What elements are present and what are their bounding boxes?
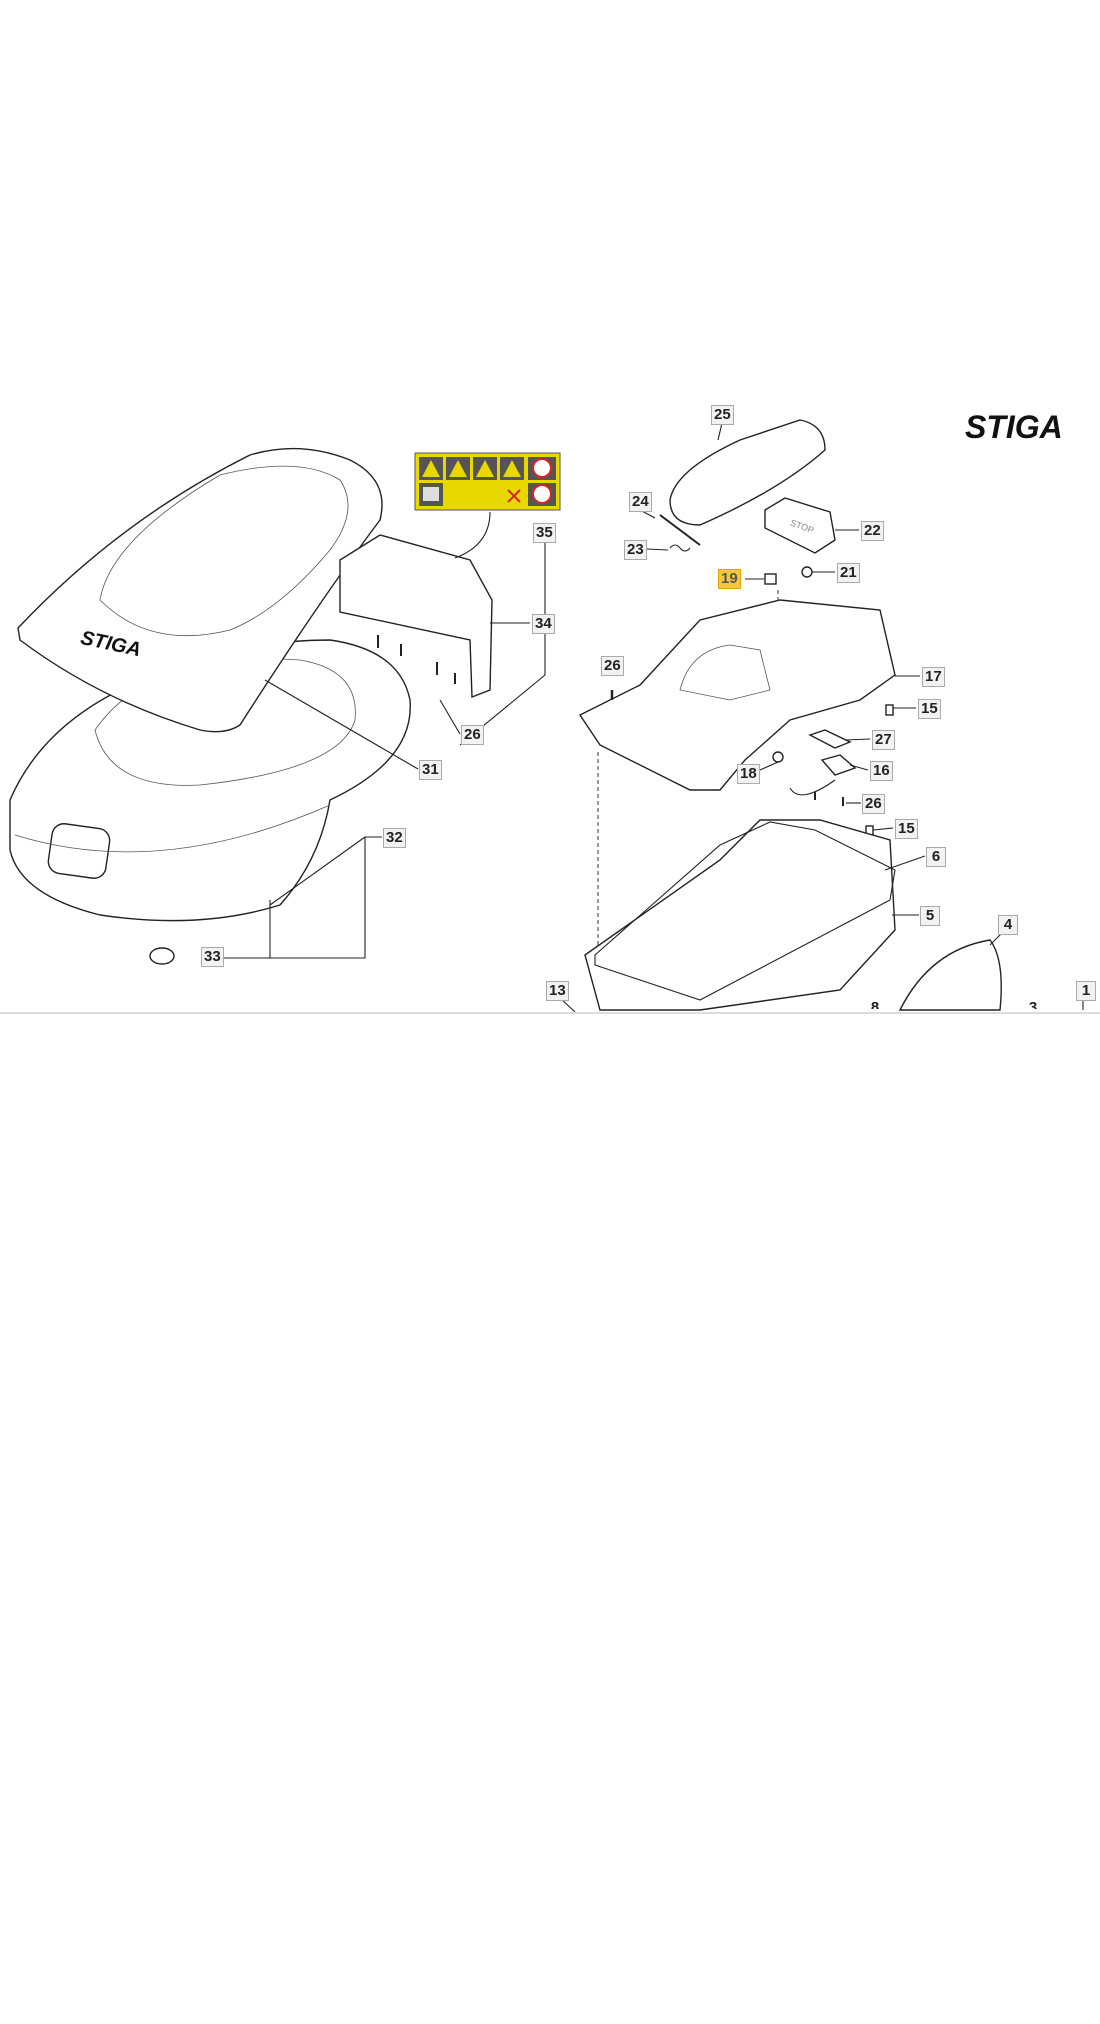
- callout-26[interactable]: 26: [461, 725, 484, 745]
- sensor-part[interactable]: [820, 754, 857, 776]
- callout-31[interactable]: 31: [419, 760, 442, 780]
- callout-26[interactable]: 26: [601, 656, 624, 676]
- callout-4[interactable]: 4: [998, 915, 1018, 935]
- wheel-part[interactable]: [898, 939, 1002, 1011]
- top-cover-part[interactable]: STIGA: [17, 447, 383, 733]
- gasket-part[interactable]: [808, 729, 852, 749]
- callout-15[interactable]: 15: [918, 699, 941, 719]
- callout-33[interactable]: 33: [201, 947, 224, 967]
- callout-3-cropped: 3: [1028, 999, 1038, 1009]
- callout-26[interactable]: 26: [862, 794, 885, 814]
- nut-part[interactable]: [149, 947, 175, 965]
- image-crop-edge: [0, 1012, 1100, 2024]
- callout-8-cropped: 8: [870, 999, 880, 1009]
- screw-icons: [377, 635, 456, 684]
- warning-label-part[interactable]: [414, 452, 561, 511]
- callout-34[interactable]: 34: [532, 614, 555, 634]
- callout-6[interactable]: 6: [926, 847, 946, 867]
- seal-part[interactable]: [594, 821, 896, 1001]
- lid-part[interactable]: [669, 419, 826, 526]
- clip-part[interactable]: [885, 704, 894, 716]
- chassis-bottom-part[interactable]: [584, 819, 896, 1011]
- callout-22[interactable]: 22: [861, 521, 884, 541]
- spring-part[interactable]: [669, 544, 691, 552]
- callout-32[interactable]: 32: [383, 828, 406, 848]
- rod-part[interactable]: [659, 514, 701, 546]
- callout-24[interactable]: 24: [629, 492, 652, 512]
- knob-part[interactable]: [801, 566, 813, 578]
- callout-1[interactable]: 1: [1076, 981, 1096, 1001]
- callout-18[interactable]: 18: [737, 764, 760, 784]
- stiga-logo: STIGA: [965, 409, 1063, 445]
- callout-19-highlighted[interactable]: 19: [718, 569, 741, 589]
- body-shell-part[interactable]: [9, 639, 411, 922]
- leader-lines: [220, 422, 1084, 1013]
- callout-15[interactable]: 15: [895, 819, 918, 839]
- callout-35[interactable]: 35: [533, 523, 556, 543]
- callout-23[interactable]: 23: [624, 540, 647, 560]
- rear-panel-part[interactable]: [339, 534, 493, 699]
- callout-27[interactable]: 27: [872, 730, 895, 750]
- plug-part[interactable]: [772, 751, 784, 763]
- stop-button-part[interactable]: STOP: [764, 497, 836, 554]
- callout-21[interactable]: 21: [837, 563, 860, 583]
- callout-13[interactable]: 13: [546, 981, 569, 1001]
- exploded-parts-diagram: STIGA STIGA S: [9, 409, 1084, 1013]
- chassis-top-part[interactable]: [578, 599, 896, 791]
- callout-16[interactable]: 16: [870, 761, 893, 781]
- callout-17[interactable]: 17: [922, 667, 945, 687]
- callout-25[interactable]: 25: [711, 405, 734, 425]
- callout-5[interactable]: 5: [920, 906, 940, 926]
- key-part[interactable]: [764, 573, 777, 585]
- label-arrow: [454, 511, 491, 559]
